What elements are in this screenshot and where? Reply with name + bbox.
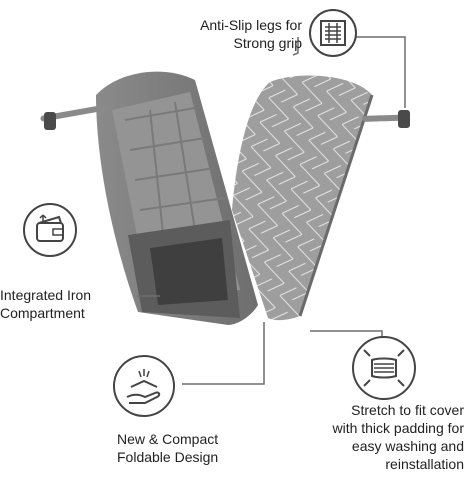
wallet-storage-icon (23, 203, 77, 257)
ironing-board-cover-side (232, 75, 410, 321)
foldable-label: New & Compact Foldable Design (117, 431, 219, 465)
left-leg (40, 104, 110, 122)
ironing-board-frame-side (40, 71, 258, 325)
stretch-cover-label: Stretch to fit cover with thick padding … (332, 402, 464, 472)
right-leg-tip (398, 110, 410, 128)
anti-slip-label: Anti-Slip legs for Strong grip (200, 17, 302, 51)
stretch-fabric-icon (352, 336, 416, 400)
iron-compartment-label: Integrated Iron Compartment (0, 287, 92, 321)
hand-fold-icon (113, 355, 175, 417)
right-leg (362, 114, 407, 122)
left-leg-tip (44, 112, 56, 130)
grip-texture-icon (309, 9, 357, 57)
